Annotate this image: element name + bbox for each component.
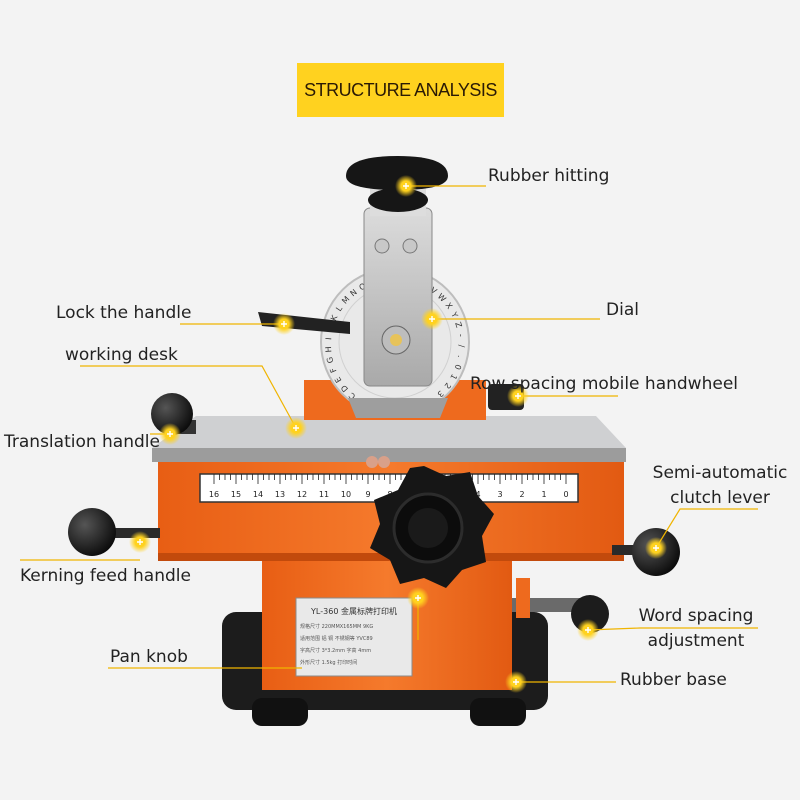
plate-row: 适用范围 铝 铜 不锈钢等 YVC89 (300, 635, 373, 642)
dial-character: Z (453, 321, 463, 329)
callout-leaders (20, 185, 758, 683)
dial-character: I (324, 337, 333, 340)
plus-dot-icon (645, 537, 667, 559)
plus-dot-icon (421, 308, 443, 330)
ruler-tick-label: 16 (209, 490, 219, 499)
dial-character: 3 (435, 389, 445, 399)
ruler-tick-label: 4 (475, 490, 480, 499)
plate-row: 字高尺寸 3*3.2mm 字高 4mm (300, 647, 371, 654)
dial-character: - (456, 333, 465, 337)
plus-dot-icon (159, 423, 181, 445)
plus-dot-icon (407, 587, 429, 609)
label-pan-knob: Pan knob (110, 647, 188, 667)
label-working-desk: working desk (65, 345, 178, 365)
translation-handle-ball (151, 393, 193, 435)
dial-character: O (358, 281, 368, 292)
label-word-spacing-line2: adjustment (647, 631, 745, 651)
plus-dot-icon (129, 531, 151, 553)
dial-character: Y (449, 310, 460, 319)
label-lock-handle: Lock the handle (56, 303, 192, 323)
dial-character: C (347, 390, 357, 401)
ruler-tick-label: 2 (519, 490, 524, 499)
name-plate (295, 597, 413, 677)
label-rubber-base: Rubber base (620, 670, 727, 690)
label-clutch-lever-line2: clutch lever (670, 488, 770, 508)
ruler-tick-label: 1 (541, 490, 546, 499)
label-rubber-hitting: Rubber hitting (488, 166, 610, 186)
dial-character: 0 (453, 363, 463, 371)
dial-character: X (443, 301, 454, 311)
dial-character: 2 (442, 381, 452, 391)
dial-character: . (456, 355, 465, 359)
kerning-handle-ball (68, 508, 116, 556)
dial-character: E (333, 375, 343, 384)
ruler-tick-label: 14 (253, 490, 263, 499)
ruler-tick-label: 3 (497, 490, 502, 499)
working-desk (152, 416, 626, 448)
dial-character: M (340, 295, 351, 306)
stamp-arm (363, 207, 433, 387)
plus-dot-icon (285, 417, 307, 439)
plus-dot-icon (505, 671, 527, 693)
ruler-tick-label: 11 (319, 490, 329, 499)
rubber-hitting-cap (346, 156, 448, 190)
plus-dot-icon (577, 619, 599, 641)
plate-row: 外形尺寸 1.5kg 打印时间 (300, 659, 357, 666)
ruler-tick-label: 9 (365, 490, 370, 499)
label-clutch-lever-line1: Semi-automatic (652, 463, 788, 483)
label-row-spacing-handwheel: Row spacing mobile handwheel (470, 374, 738, 394)
ruler-tick-label: 13 (275, 490, 285, 499)
label-translation-handle: Translation handle (4, 432, 160, 452)
dial-character: 1 (448, 372, 458, 381)
dial-character: F (328, 366, 338, 374)
ruler-tick-label: 12 (297, 490, 307, 499)
label-dial: Dial (606, 300, 639, 320)
plate-rows: 规格尺寸 220MMX165MM 9KG 适用范围 铝 铜 不锈钢等 YVC89 字… (300, 623, 373, 666)
page-title: STRUCTURE ANALYSIS (304, 79, 497, 100)
plus-dot-icon (395, 175, 417, 197)
rubber-foot-right (470, 698, 526, 726)
ruler-tick-label: 10 (341, 490, 351, 499)
plate-model: YL-360 金属标牌打印机 (310, 606, 397, 616)
rubber-foot-left (252, 698, 308, 726)
ruler-tick-label: 15 (231, 490, 241, 499)
callout-markers (129, 175, 667, 693)
label-word-spacing-line1: Word spacing (638, 606, 754, 626)
dial-character: L (334, 304, 344, 313)
plus-dot-icon (273, 313, 295, 335)
plate-row: 规格尺寸 220MMX165MM 9KG (300, 623, 373, 630)
title-banner: STRUCTURE ANALYSIS (297, 63, 504, 117)
dial-character: N (349, 287, 359, 298)
dial-character: K (329, 313, 340, 322)
plus-dot-icon (507, 385, 529, 407)
dial-character: G (325, 356, 335, 364)
ruler-tick-label: 0 (563, 490, 568, 499)
label-kerning-feed-handle: Kerning feed handle (20, 566, 191, 586)
dial-character: D (339, 383, 350, 394)
dial-character: / (457, 345, 466, 348)
dial-character: H (324, 346, 333, 353)
dial-character: V (429, 286, 439, 297)
